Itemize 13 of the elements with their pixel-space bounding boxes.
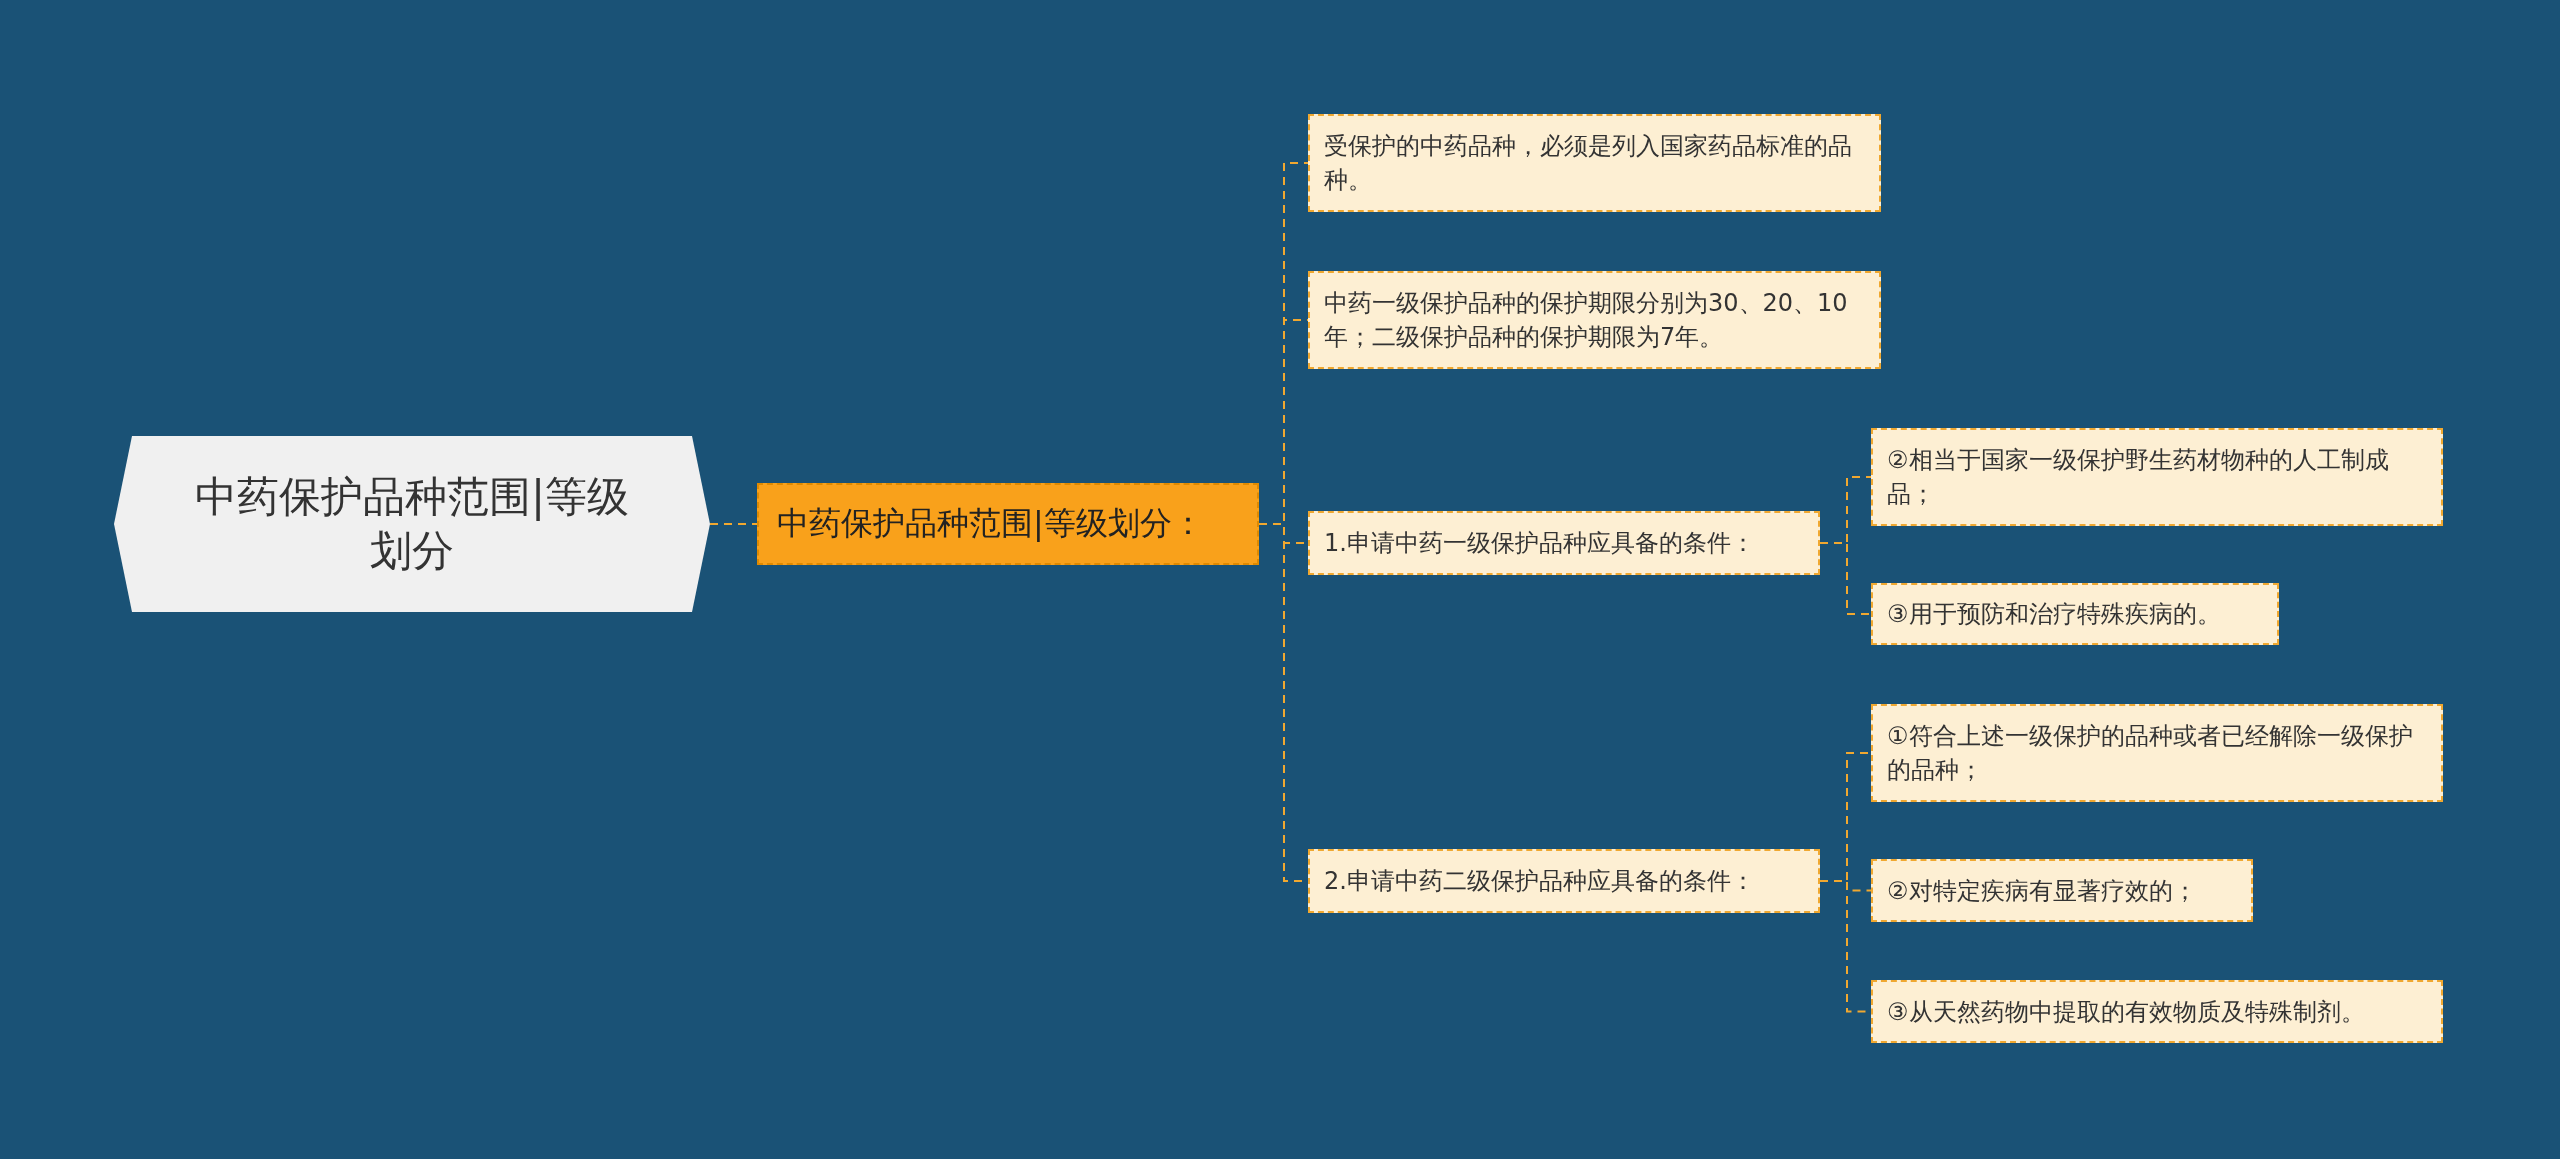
- topic-hexagon: 中药保护品种范围|等级划分: [114, 436, 710, 612]
- connector-line: [1819, 542, 1872, 615]
- text-box: ③从天然药物中提取的有效物质及特殊制剂。: [1871, 980, 2443, 1043]
- topic-box: 中药保护品种范围|等级划分：: [757, 483, 1259, 565]
- text-box: ②对特定疾病有显著疗效的；: [1871, 859, 2253, 922]
- connector-line: [709, 523, 758, 525]
- text-box: 2.申请中药二级保护品种应具备的条件：: [1308, 849, 1820, 913]
- text-box: 中药一级保护品种的保护期限分别为30、20、10年；二级保护品种的保护期限为7年。: [1308, 271, 1881, 369]
- text-box: 1.申请中药一级保护品种应具备的条件：: [1308, 511, 1820, 575]
- text-box: ③用于预防和治疗特殊疾病的。: [1871, 583, 2279, 645]
- text-box: ②相当于国家一级保护野生药材物种的人工制成品；: [1871, 428, 2443, 526]
- text-box: 受保护的中药品种，必须是列入国家药品标准的品种。: [1308, 114, 1881, 212]
- text-box: ①符合上述一级保护的品种或者已经解除一级保护的品种；: [1871, 704, 2443, 802]
